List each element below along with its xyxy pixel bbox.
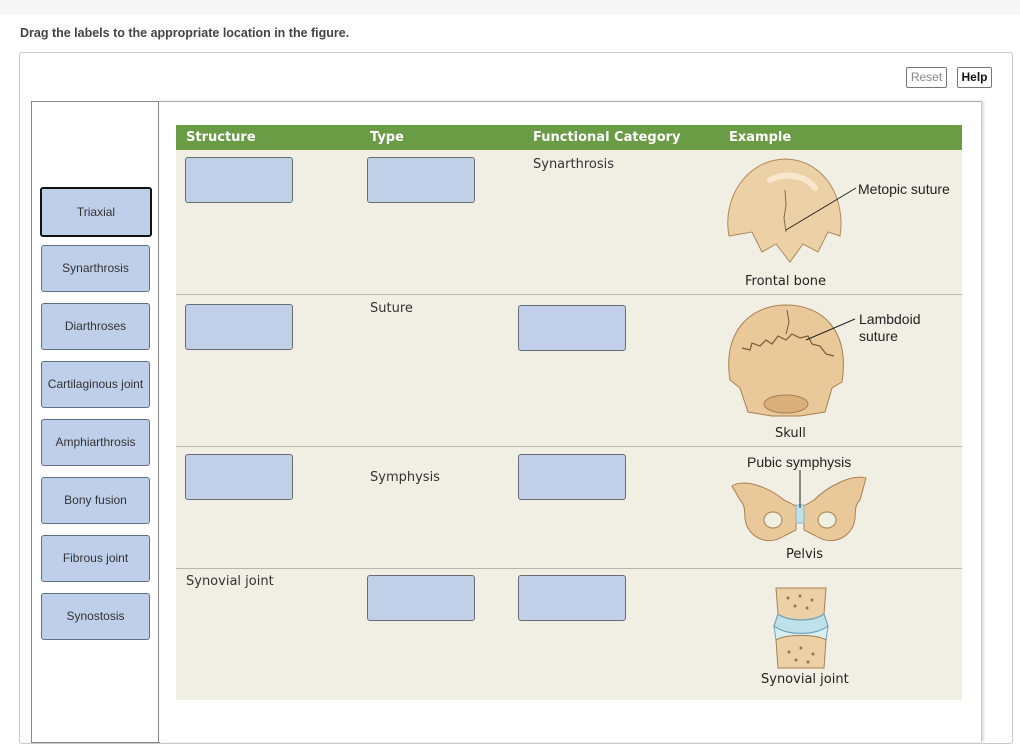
drop-target-row2-functional[interactable] — [518, 305, 626, 351]
row-divider — [176, 446, 962, 447]
metopic-suture-callout: Metopic suture — [858, 181, 950, 197]
label-amphiarthrosis[interactable]: Amphiarthrosis — [41, 419, 150, 466]
drop-target-row4-functional[interactable] — [518, 575, 626, 621]
lambdoid-callout-line2: suture — [859, 328, 898, 344]
instruction-text: Drag the labels to the appropriate locat… — [20, 26, 350, 40]
label-bony-fusion[interactable]: Bony fusion — [41, 477, 150, 524]
metopic-leader-line — [785, 187, 857, 231]
label-diarthroses[interactable]: Diarthroses — [41, 303, 150, 350]
header-functional-category: Functional Category — [533, 130, 681, 145]
label-triaxial[interactable]: Triaxial — [40, 187, 152, 237]
pelvis-caption: Pelvis — [786, 547, 824, 562]
label-synarthrosis[interactable]: Synarthrosis — [41, 245, 150, 292]
table-header — [176, 125, 962, 150]
skull-caption: Skull — [775, 426, 806, 441]
drop-target-row1-structure[interactable] — [185, 157, 293, 203]
lambdoid-callout-line1: Lambdoid — [859, 311, 921, 327]
header-structure: Structure — [186, 130, 256, 145]
label-fibrous-joint[interactable]: Fibrous joint — [41, 535, 150, 582]
drop-target-row4-type[interactable] — [367, 575, 475, 621]
example-illustrations — [727, 158, 867, 669]
row2-type: Suture — [370, 301, 413, 316]
drop-target-row1-type[interactable] — [367, 157, 475, 203]
row4-structure: Synovial joint — [186, 574, 274, 589]
drop-target-row3-functional[interactable] — [518, 454, 626, 500]
synovial-joint-caption: Synovial joint — [761, 672, 849, 687]
top-bar — [0, 0, 1020, 15]
row3-type: Symphysis — [370, 470, 440, 485]
label-synostosis[interactable]: Synostosis — [41, 593, 150, 640]
row-divider — [176, 568, 962, 569]
pelvis-illustration — [731, 476, 867, 542]
lambdoid-leader-line — [805, 318, 856, 341]
drop-target-row2-structure[interactable] — [185, 304, 293, 350]
header-example: Example — [729, 130, 792, 145]
frontal-bone-caption: Frontal bone — [745, 274, 827, 289]
header-type: Type — [370, 130, 404, 145]
pubic-symphysis-callout: Pubic symphysis — [747, 454, 852, 470]
frontal-bone-illustration — [727, 158, 842, 263]
skull-illustration — [728, 304, 844, 417]
label-cartilaginous-joint[interactable]: Cartilaginous joint — [41, 361, 150, 408]
row-divider — [176, 294, 962, 295]
reset-button[interactable]: Reset — [906, 67, 947, 88]
row1-functional-category: Synarthrosis — [533, 157, 615, 172]
help-button[interactable]: Help — [957, 67, 992, 88]
synovial-joint-illustration — [773, 587, 829, 669]
drop-target-row3-structure[interactable] — [185, 454, 293, 500]
